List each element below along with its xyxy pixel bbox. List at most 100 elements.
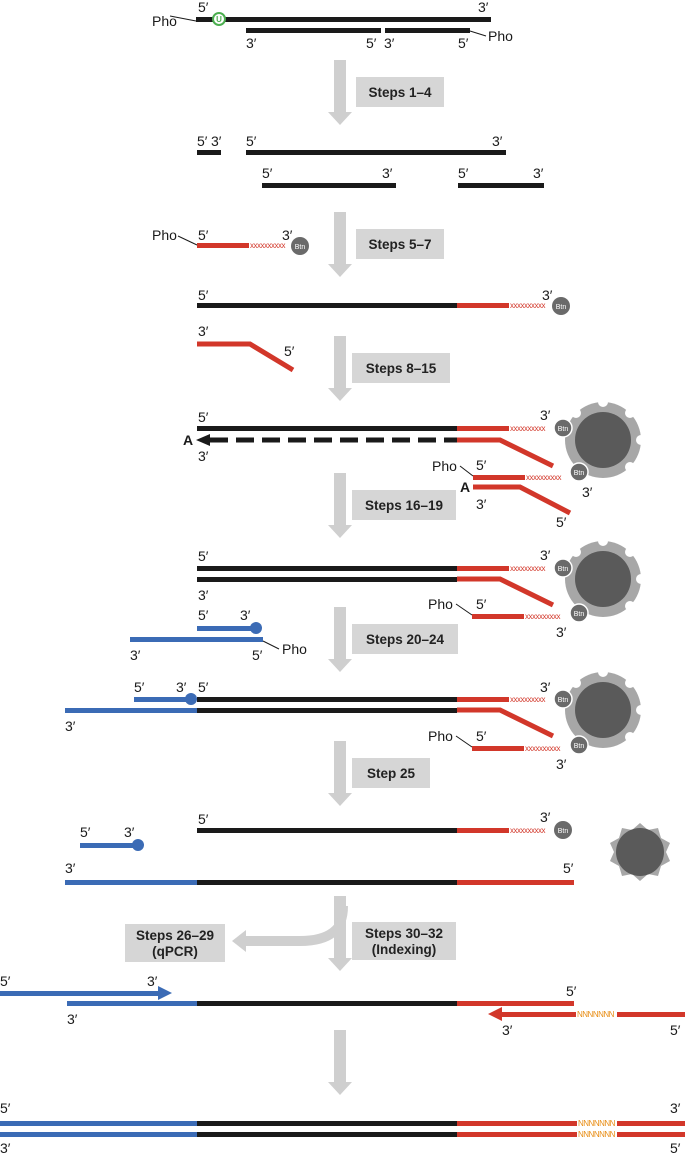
biotin-label: Btn <box>295 244 306 251</box>
biotin-label: Btn <box>574 611 585 618</box>
pho-label: Pho <box>428 596 453 612</box>
five-label: 5′ <box>198 607 209 623</box>
pho-label: Pho <box>428 728 453 744</box>
step-label-1: Steps 1–4 <box>368 85 432 100</box>
five-label: 5′ <box>556 514 567 530</box>
three-label: 3′ <box>384 35 395 51</box>
flow-arrow-side <box>232 906 348 952</box>
biotin-icon <box>553 418 573 438</box>
step-label-7b: (qPCR) <box>152 944 198 959</box>
three-label: 3′ <box>130 647 141 663</box>
step-box-8 <box>352 922 456 960</box>
biotin-label: Btn <box>558 566 569 573</box>
stage-8: 5′ 3′ 3′ 5′ NNNNNNN 3′ 5′ <box>0 973 685 1038</box>
red-adapter <box>197 243 249 248</box>
three-label: 3′ <box>65 718 76 734</box>
three-label: 3′ <box>540 809 551 825</box>
step-box-6 <box>352 758 430 788</box>
adenine-label: A <box>183 432 193 448</box>
flow-arrow-8 <box>328 1030 352 1095</box>
three-label: 3′ <box>542 287 553 303</box>
flow-arrows <box>232 60 352 1095</box>
biotin-icon <box>569 462 589 482</box>
five-label: 5′ <box>563 860 574 876</box>
linker-label: xxxxxxxxxx <box>510 301 546 310</box>
bead-icon <box>565 536 646 617</box>
five-label: 5′ <box>198 287 209 303</box>
uracil-label: U <box>216 15 222 24</box>
three-label: 3′ <box>240 607 251 623</box>
stage-1: Pho 5′ U 3′ 3′ 5′ 3′ 5′ Pho <box>152 0 513 51</box>
five-label: 5′ <box>0 1100 11 1116</box>
step-label-6: Step 25 <box>367 766 416 781</box>
dna-bottom-strand-right <box>385 28 470 33</box>
linker-label: xxxxxxxxxx <box>510 564 546 573</box>
step-box-7 <box>125 924 225 962</box>
bead-icon <box>565 397 646 478</box>
five-label: 5′ <box>566 983 577 999</box>
flow-arrow-5 <box>328 607 352 672</box>
five-label: 5′ <box>198 811 209 827</box>
stage-5: 5′ xxxxxxxxxx 3′ 3′ Btn Btn Pho 5′ xxxxx… <box>130 536 646 663</box>
biotin-icon <box>553 558 573 578</box>
step-label-4: Steps 16–19 <box>365 498 443 513</box>
three-label: 3′ <box>582 484 593 500</box>
biotin-icon <box>553 689 573 709</box>
three-label: 3′ <box>246 35 257 51</box>
biotin-icon <box>291 237 309 255</box>
five-label: 5′ <box>476 596 487 612</box>
five-label: 5′ <box>670 1140 681 1156</box>
index-label: NNNNNNN <box>577 1010 615 1019</box>
five-label: 5′ <box>246 133 257 149</box>
blue-adapter-short <box>197 626 256 631</box>
three-label: 3′ <box>502 1022 513 1038</box>
index-label: NNNNNNN <box>578 1119 616 1128</box>
flow-arrow-3 <box>328 336 352 401</box>
five-label: 5′ <box>198 679 209 695</box>
biotin-icon <box>569 735 589 755</box>
pho-label: Pho <box>152 227 177 243</box>
stage-4: 3′ 5′ 5′ xxxxxxxxxx 3′ A 3′ Btn Btn Pho … <box>183 323 646 530</box>
five-label: 5′ <box>0 973 11 989</box>
pho-label: Pho <box>152 13 177 29</box>
three-label: 3′ <box>65 860 76 876</box>
three-label: 3′ <box>492 133 503 149</box>
five-label: 5′ <box>198 227 209 243</box>
three-label: 3′ <box>176 679 187 695</box>
biotin-icon <box>554 821 572 839</box>
flow-arrow-6 <box>328 741 352 806</box>
three-label: 3′ <box>211 133 222 149</box>
adenine-label: A <box>460 479 470 495</box>
linker-label: xxxxxxxxxx <box>510 424 546 433</box>
biotin-icon <box>552 297 570 315</box>
bead-icon <box>610 823 670 881</box>
step-label-8b: (Indexing) <box>372 942 437 957</box>
five-label: 5′ <box>252 647 263 663</box>
three-label: 3′ <box>198 323 209 339</box>
flow-arrow-1 <box>328 60 352 125</box>
five-label: 5′ <box>198 409 209 425</box>
three-label: 3′ <box>540 407 551 423</box>
three-label: 3′ <box>556 624 567 640</box>
stage-9: 5′ 3′ NNNNNNN NNNNNNN 3′ 5′ <box>0 1100 685 1156</box>
five-label: 5′ <box>476 728 487 744</box>
step-box-2 <box>356 229 444 259</box>
five-label: 5′ <box>197 133 208 149</box>
step-label-8a: Steps 30–32 <box>365 926 443 941</box>
linker-label: xxxxxxxxxx <box>510 826 546 835</box>
five-label: 5′ <box>262 165 273 181</box>
blue-adapter-long <box>130 637 263 642</box>
dna-top-strand <box>196 17 491 22</box>
step-box-3 <box>352 353 450 383</box>
five-label: 5′ <box>476 457 487 473</box>
step-label-3: Steps 8–15 <box>366 361 437 376</box>
stage-3: Pho 5′ xxxxxxxxxx 3′ Btn 5′ xxxxxxxxxx 3… <box>152 227 570 315</box>
three-label: 3′ <box>198 448 209 464</box>
three-label: 3′ <box>533 165 544 181</box>
step-box-1 <box>356 77 444 107</box>
step-box-4 <box>352 490 456 520</box>
biotin-label: Btn <box>574 470 585 477</box>
pho-label: Pho <box>432 458 457 474</box>
